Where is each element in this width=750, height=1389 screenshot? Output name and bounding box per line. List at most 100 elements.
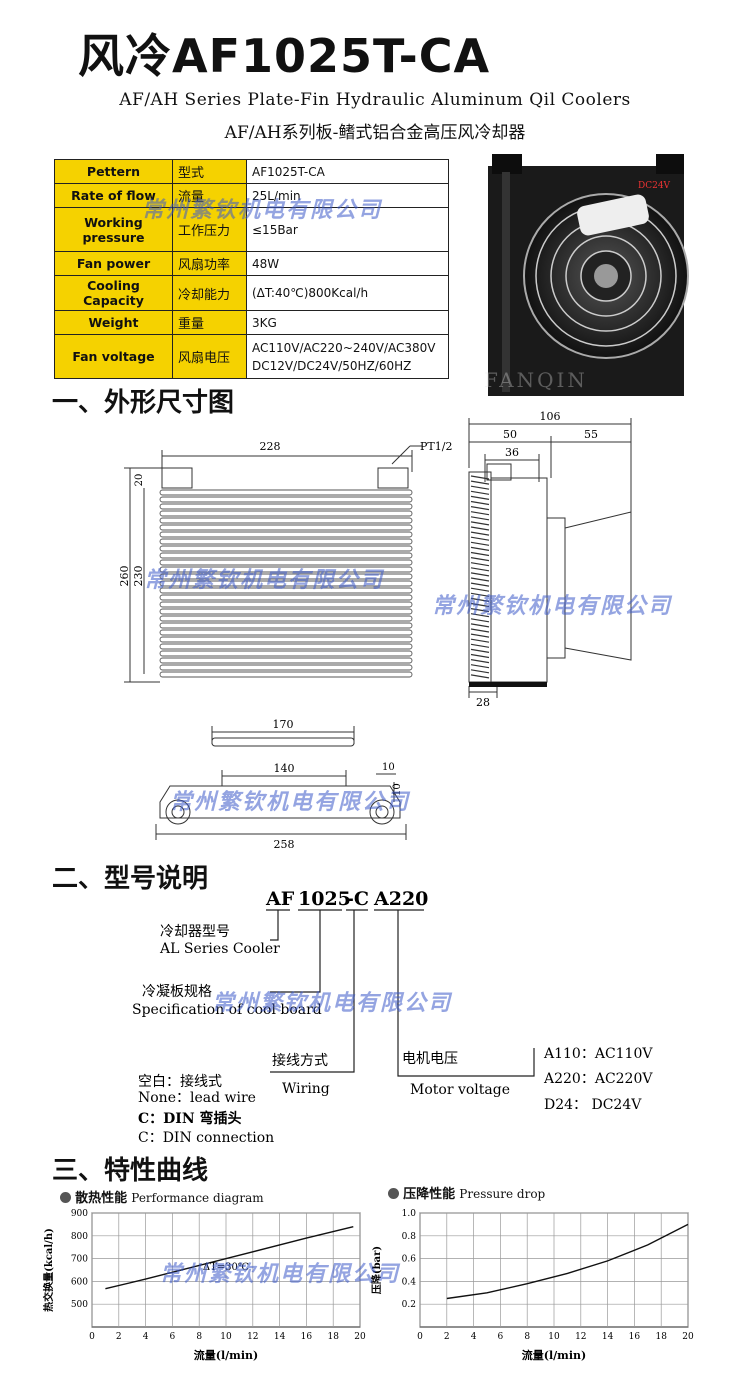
fin-plate xyxy=(159,594,413,601)
spec-value: 48W xyxy=(246,251,449,276)
fin-plate xyxy=(159,636,413,643)
y-tick-label: 0.6 xyxy=(402,1255,417,1265)
leader-wiring xyxy=(270,910,355,1073)
side-fin xyxy=(470,567,490,572)
voltage-a110: A110：AC110V xyxy=(543,1046,653,1062)
spec-value: AC110V/AC220~240V/AC380V DC12V/DC24V/50H… xyxy=(246,334,449,379)
side-fin xyxy=(470,551,490,557)
x-axis-label: 流量(l/min) xyxy=(522,1348,586,1362)
fin-plate xyxy=(159,650,413,657)
leader-cooler xyxy=(270,910,279,941)
spec-en: Working pressure xyxy=(54,207,173,252)
spec-value: AF1025T-CA xyxy=(246,159,449,184)
bottom-port-right-inner xyxy=(375,805,389,819)
side-base xyxy=(469,682,547,687)
fin-plate xyxy=(159,538,413,545)
side-shroud xyxy=(490,477,548,683)
leader-motor xyxy=(397,910,535,1077)
side-fin xyxy=(470,541,490,546)
fin-plate xyxy=(159,580,413,587)
x-tick-label: 8 xyxy=(196,1332,202,1342)
fin-plate xyxy=(159,601,413,608)
spec-cn: 冷却能力 xyxy=(172,275,247,311)
fin-plate xyxy=(159,643,413,650)
side-fin xyxy=(470,592,490,597)
dim-front-width: 228 xyxy=(260,440,281,453)
wiring-cn: 接线方式 xyxy=(272,1052,328,1069)
x-tick-label: 12 xyxy=(247,1332,258,1342)
y-axis-label: 热交换量(kcal/h) xyxy=(42,1228,55,1312)
spec-value-line2: DC12V/DC24V/50HZ/60HZ xyxy=(252,358,412,373)
x-tick-label: 4 xyxy=(471,1332,477,1342)
fin-plate xyxy=(159,531,413,538)
watermark: 常州繁钦机电有限公司 xyxy=(212,991,453,1016)
fin-plate xyxy=(159,524,413,531)
fin-plate xyxy=(159,664,413,671)
y-tick-label: 600 xyxy=(71,1277,88,1287)
side-fin xyxy=(470,526,490,531)
leader-line xyxy=(391,445,411,465)
bottom-port-left-inner xyxy=(171,805,185,819)
watermark: 常州繁钦机电有限公司 xyxy=(142,198,383,223)
y-tick-label: 800 xyxy=(71,1232,88,1242)
chart1-title-en: Performance diagram xyxy=(131,1191,264,1205)
dim-side-a: 50 xyxy=(503,428,517,441)
x-tick-label: 18 xyxy=(327,1332,339,1342)
dim-bottom-top: 170 xyxy=(273,718,294,731)
side-fin xyxy=(470,623,490,628)
y-tick-label: 0.8 xyxy=(402,1232,417,1242)
spec-en: Rate of flow xyxy=(54,183,173,208)
side-fin xyxy=(470,669,490,674)
watermark: 常州繁钦机电有限公司 xyxy=(170,790,411,815)
port-left xyxy=(492,154,522,174)
fin-plate xyxy=(159,496,413,503)
port-left xyxy=(161,467,193,489)
side-fin xyxy=(470,516,490,521)
spec-row: Weight 重量 3KG xyxy=(54,310,449,335)
x-tick-label: 4 xyxy=(143,1332,149,1342)
y-tick-label: 1.0 xyxy=(402,1209,417,1219)
bottom-top-rail xyxy=(211,737,355,747)
photo-brand: FANQIN xyxy=(484,368,588,392)
side-fin xyxy=(470,475,490,480)
bullet-icon xyxy=(60,1192,71,1203)
board-cn: 冷凝板规格 xyxy=(142,984,212,1000)
x-tick-label: 2 xyxy=(444,1332,450,1342)
fin-plate xyxy=(159,573,413,580)
x-tick-label: 10 xyxy=(548,1332,560,1342)
side-fin xyxy=(470,531,490,536)
section-title-dimensions: 一、外形尺寸图 xyxy=(52,388,235,418)
fin-plate xyxy=(159,629,413,636)
dim-top: 20 xyxy=(134,474,145,487)
bottom-view-drawing: 170 140 258 10 10 xyxy=(155,718,407,851)
x-tick-label: 8 xyxy=(524,1332,530,1342)
watermark: 常州繁钦机电有限公司 xyxy=(432,594,673,619)
side-fin xyxy=(470,546,490,551)
fin-plate xyxy=(159,503,413,510)
c-din-en: C：DIN connection xyxy=(138,1130,274,1146)
voltage-a220: A220：AC220V xyxy=(543,1071,653,1087)
side-fin xyxy=(470,587,490,592)
watermark: 常州繁钦机电有限公司 xyxy=(144,568,385,593)
spec-en: Fan voltage xyxy=(54,334,173,379)
side-fin xyxy=(470,628,490,633)
y-tick-label: 0.2 xyxy=(402,1300,416,1310)
spec-value-line1: AC110V/AC220~240V/AC380V xyxy=(252,340,436,355)
spec-cn: 工作压力 xyxy=(172,207,247,252)
page-title: 风冷AF1025T-CA xyxy=(78,29,491,83)
fan-guard-ring xyxy=(565,235,647,317)
fan-label xyxy=(594,264,618,288)
y-tick-label: 900 xyxy=(71,1209,88,1219)
section-title-model: 二、型号说明 xyxy=(52,864,209,894)
side-fin xyxy=(470,495,490,500)
cooler-en: AL Series Cooler xyxy=(159,941,280,957)
bottom-port-right xyxy=(369,799,395,825)
x-tick-label: 0 xyxy=(89,1332,95,1342)
side-fin xyxy=(470,659,490,664)
fin-plate xyxy=(159,510,413,517)
front-view-drawing: 228 PT1/2 20 260 230 xyxy=(118,440,452,683)
bottom-base xyxy=(159,785,401,819)
c-din: C：DIN 弯插头 xyxy=(138,1110,242,1127)
spec-value: (ΔT:40℃)800Kcal/h xyxy=(246,275,449,311)
